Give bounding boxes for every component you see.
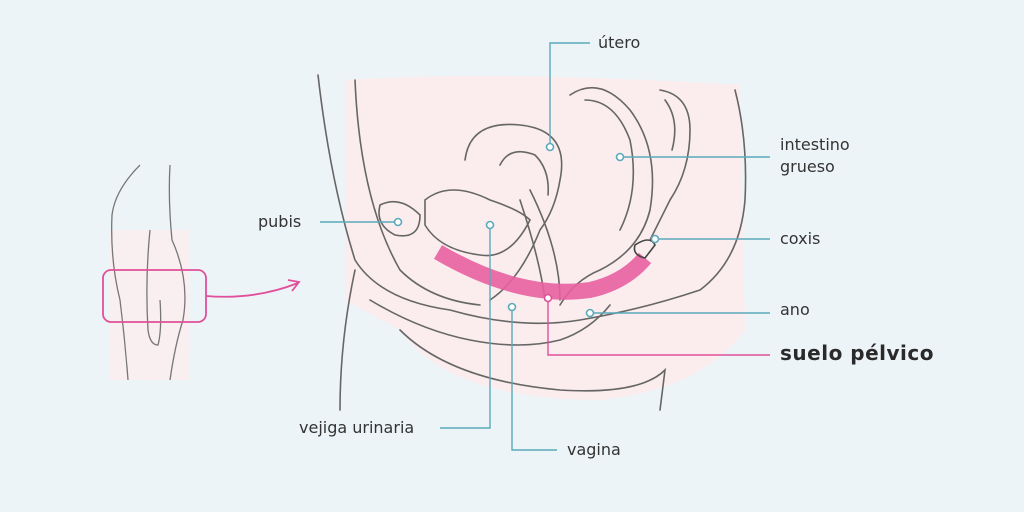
label-suelo-pelvico: suelo pélvico	[780, 341, 934, 365]
anatomy-outlines	[317, 74, 747, 411]
label-utero: útero	[598, 33, 641, 52]
pelvic-floor-band	[433, 245, 652, 300]
leader-utero	[549, 42, 590, 147]
leader-suelo-pelvico	[547, 298, 770, 356]
label-intestino-line1: intestino	[780, 135, 850, 154]
leader-vagina	[511, 307, 557, 451]
arrow-head-icon	[287, 279, 301, 292]
zoom-arrow	[205, 282, 299, 298]
label-vejiga: vejiga urinaria	[299, 418, 415, 437]
leader-vejiga	[440, 225, 491, 429]
leader-dots	[393, 142, 660, 318]
label-ano: ano	[780, 300, 810, 319]
section-highlight	[345, 76, 745, 400]
label-pubis: pubis	[258, 212, 302, 231]
label-vagina: vagina	[567, 440, 621, 459]
label-coxis: coxis	[780, 229, 821, 248]
figure-highlight	[110, 230, 190, 380]
body-side-figure	[111, 164, 186, 381]
label-intestino-line2: grueso	[780, 157, 835, 176]
coccyx-outline	[633, 239, 656, 259]
leader-lines	[320, 42, 770, 451]
